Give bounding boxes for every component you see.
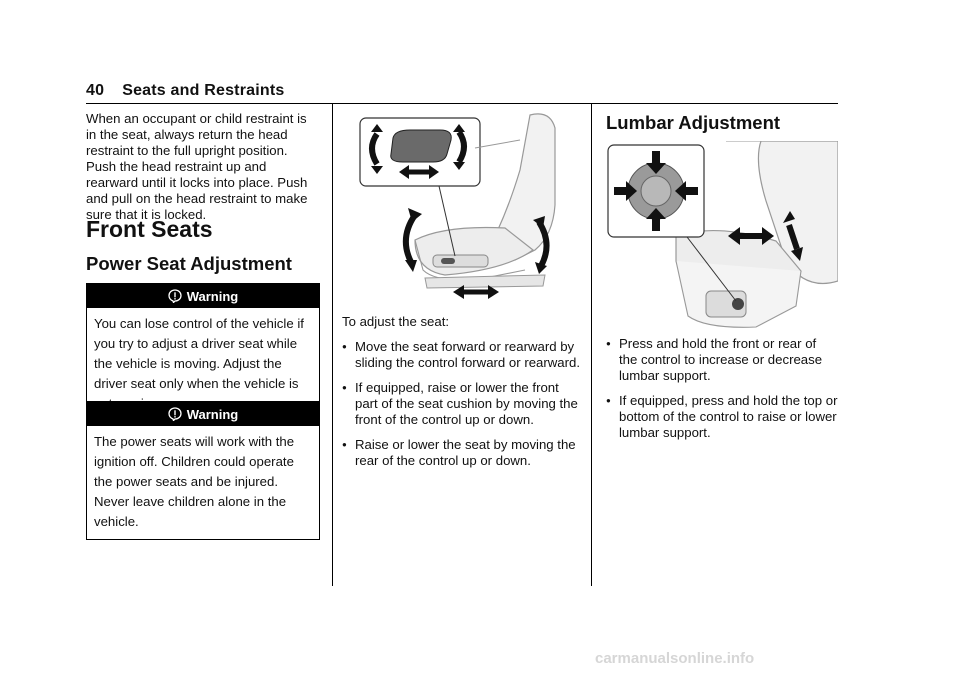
list-item: Press and hold the front or rear of the … [606, 336, 838, 384]
intro-paragraph: When an occupant or child restraint is i… [86, 111, 320, 223]
adjust-seat-lead: To adjust the seat: [342, 314, 450, 329]
lumbar-adjust-illustration [606, 140, 839, 329]
seat-adjust-list: Move the seat forward or rearward by sli… [342, 339, 582, 469]
lumbar-list: Press and hold the front or rear of the … [606, 336, 838, 441]
warning-title: Warning [186, 406, 239, 422]
heading-lumbar-adjustment: Lumbar Adjustment [606, 112, 781, 133]
header-rule [86, 103, 838, 104]
warning-header: Warning [87, 284, 319, 308]
warning-box-2: Warning The power seats will work with t… [86, 401, 320, 540]
warning-header: Warning [87, 402, 319, 426]
warning-box-1: Warning You can lose control of the vehi… [86, 283, 320, 422]
warning-text: You can lose control of the vehicle if y… [94, 316, 304, 411]
col2-text: To adjust the seat: Move the seat forwar… [342, 314, 582, 478]
list-item: If equipped, press and hold the top or b… [606, 393, 838, 441]
list-item: Move the seat forward or rearward by sli… [342, 339, 582, 371]
watermark: carmanualsonline.info [595, 650, 755, 667]
warning-icon [168, 407, 182, 421]
list-item: If equipped, raise or lower the front pa… [342, 380, 582, 428]
column-divider-2 [591, 104, 592, 586]
col3-text: Press and hold the front or rear of the … [606, 336, 838, 450]
intro-text: When an occupant or child restraint is i… [86, 111, 308, 222]
warning-icon [168, 289, 182, 303]
seat-adjust-illustration [355, 110, 575, 302]
heading-power-seat-adjustment: Power Seat Adjustment [86, 253, 292, 274]
warning-title: Warning [186, 288, 239, 304]
warning-text: The power seats will work with the ignit… [94, 434, 295, 529]
section-title: Seats and Restraints [122, 82, 285, 99]
list-item: Raise or lower the seat by moving the re… [342, 437, 582, 469]
page-number: 40 [86, 82, 105, 99]
column-divider-1 [332, 104, 333, 586]
page-header: 40 Seats and Restraints [86, 82, 284, 100]
heading-front-seats: Front Seats [86, 216, 213, 242]
